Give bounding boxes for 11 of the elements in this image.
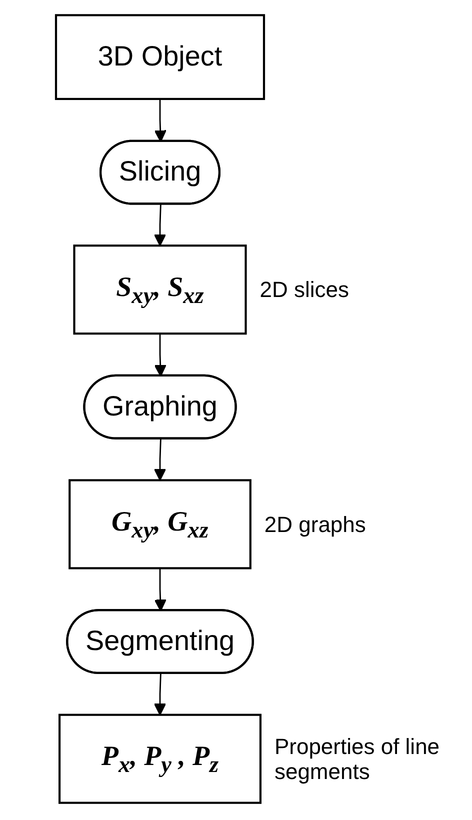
node-box: P$_{x}$, P$_{y}$ , P$_{z}$ [58, 714, 262, 804]
arrow [154, 439, 166, 481]
arrow [154, 204, 166, 246]
node-caption: 2D slices [260, 276, 350, 302]
node-box: 3D Object [54, 14, 266, 100]
node-caption: Properties of line segments [274, 734, 441, 784]
node-box: G$_{xy}$, G$_{xz}$ [68, 479, 252, 570]
arrow [154, 674, 166, 716]
node-box: S$_{xy}$, S$_{xz}$ [73, 244, 247, 335]
node-caption: 2D graphs [264, 512, 367, 537]
arrow [154, 568, 166, 612]
